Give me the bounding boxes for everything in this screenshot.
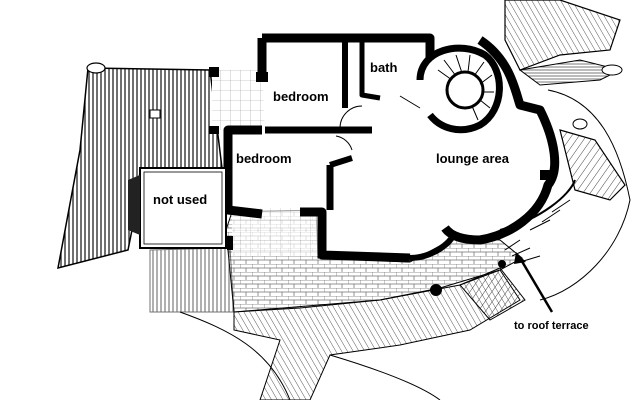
fixtures [209, 67, 506, 296]
right-deck [539, 89, 631, 301]
label-roof-terrace: to roof terrace [514, 320, 589, 332]
spiral-stair [416, 44, 503, 134]
tiled-floor [212, 70, 320, 256]
label-bedroom-upper: bedroom [273, 89, 329, 104]
roof-terrace-arrow [514, 252, 554, 313]
label-bath: bath [370, 60, 398, 75]
label-not-used: not used [153, 192, 207, 207]
door-swings [335, 95, 421, 151]
top-right-deck [504, 0, 623, 86]
roof-terrace-stair [499, 170, 576, 263]
house-walls [223, 33, 560, 263]
bottom-curved-path [179, 267, 526, 400]
label-bedroom-lower: bedroom [236, 151, 292, 166]
not-used-room [128, 167, 227, 249]
label-lounge-area: lounge area [436, 151, 510, 166]
lower-left-deck [149, 247, 235, 313]
